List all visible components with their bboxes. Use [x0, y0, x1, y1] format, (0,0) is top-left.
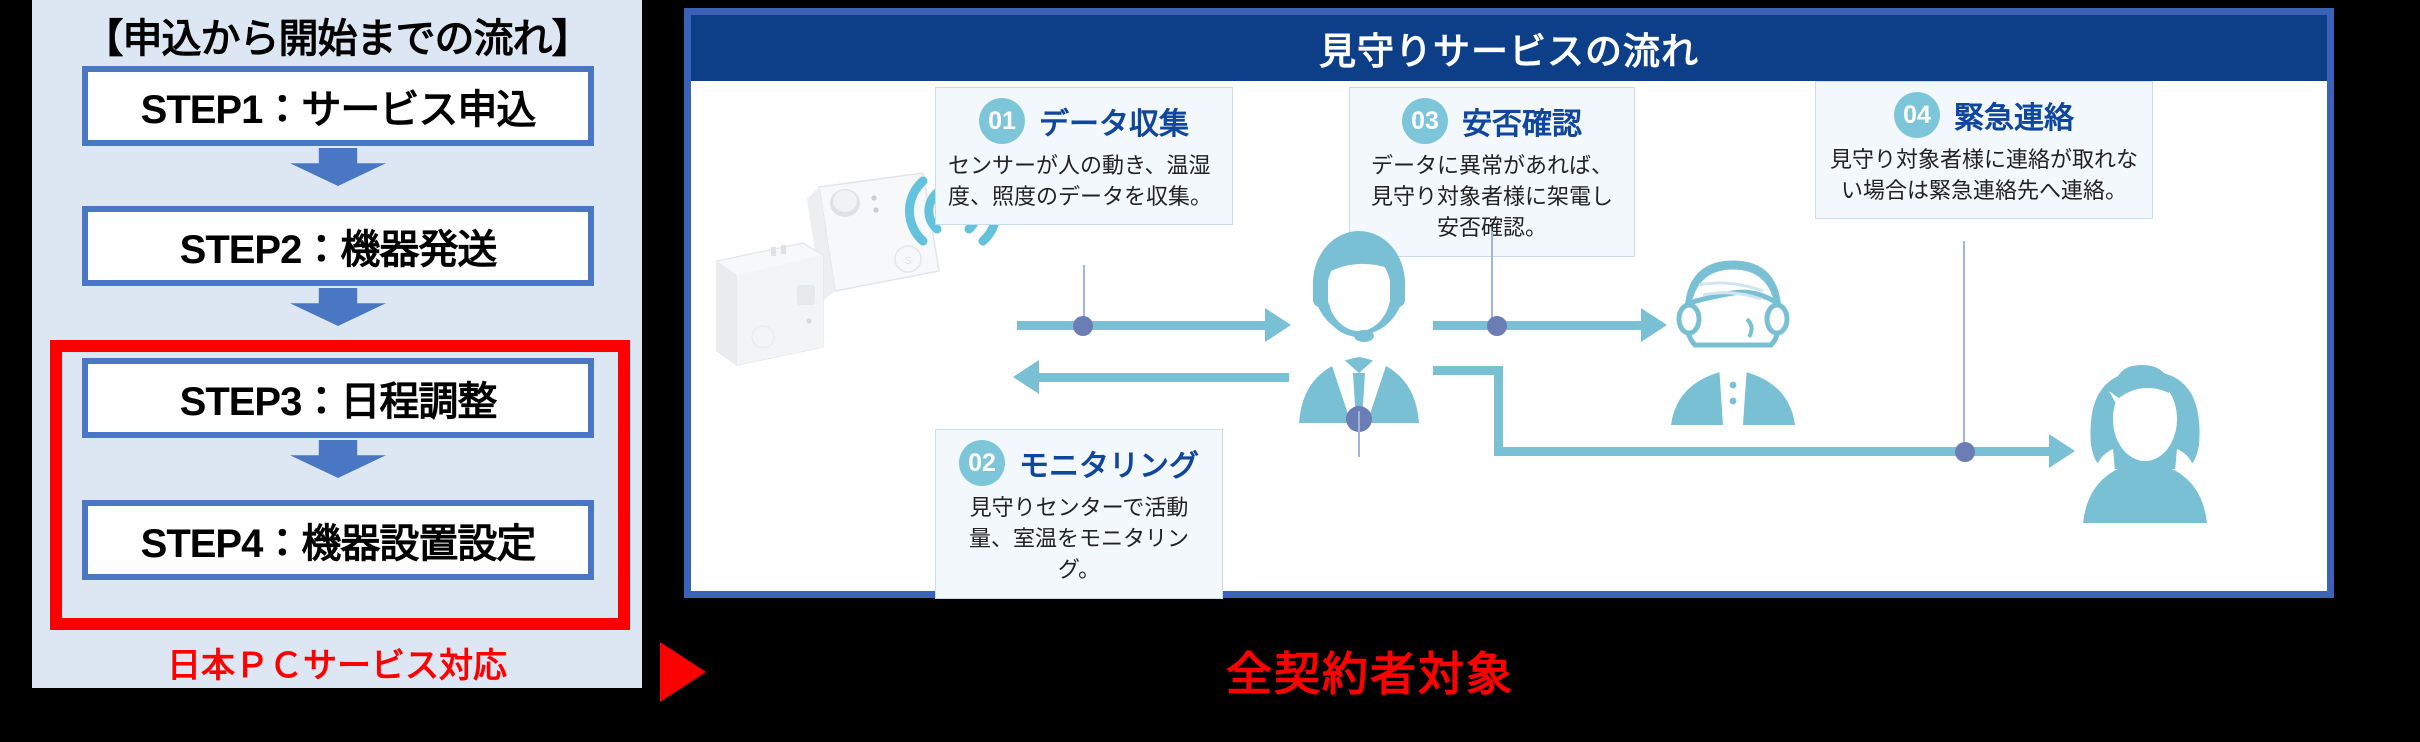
- card-03-connector: [1491, 231, 1493, 325]
- arrow-sensor-to-operator: [1017, 321, 1267, 330]
- flow-diagram-stage: S 0: [691, 81, 2327, 599]
- bottom-caption: 全契約者対象: [1226, 648, 1514, 700]
- card-03-head: 03 安否確認: [1362, 98, 1622, 144]
- panel-header-title: 見守りサービスの流れ: [1319, 31, 1699, 72]
- operator-headset-icon: [1299, 231, 1419, 432]
- application-flow-panel: 【申込から開始までの流れ】 STEP1：サービス申込 STEP2：機器発送 ST…: [32, 0, 642, 688]
- arrow-node-dot-01: [1073, 316, 1093, 336]
- card-02-title: モニタリング: [1019, 450, 1199, 483]
- step-box-2-label: STEP2：機器発送: [179, 228, 498, 272]
- step-box-4[interactable]: STEP4：機器設置設定: [82, 500, 594, 580]
- arrow-elbow-horizontal-top: [1433, 366, 1503, 375]
- family-contact-person-icon: [2083, 365, 2207, 523]
- play-triangle-icon: [660, 642, 706, 702]
- card-03-number: 03: [1402, 98, 1448, 144]
- page-title: 【申込から開始までの流れ】: [83, 17, 592, 61]
- arrow-elbow-vertical: [1494, 366, 1503, 456]
- card-03-title: 安否確認: [1462, 108, 1582, 141]
- sensor-device-group: S: [716, 172, 1001, 366]
- service-flow-panel: 見守りサービスの流れ S: [684, 8, 2334, 599]
- arrow-operator-to-sensor-head-icon: [1013, 360, 1039, 394]
- arrow-operator-to-elderly: [1433, 321, 1645, 330]
- step-box-2[interactable]: STEP2：機器発送: [82, 206, 594, 286]
- step-box-4-label: STEP4：機器設置設定: [140, 522, 537, 566]
- panel-header: 見守りサービスの流れ: [691, 15, 2327, 81]
- card-01-head: 01 データ収集: [948, 98, 1220, 144]
- svg-text:S: S: [904, 255, 911, 267]
- card-04-head: 04 緊急連絡: [1828, 92, 2140, 138]
- info-card-02: 02 モニタリング 見守りセンターで活動量、室温をモニタリング。: [935, 429, 1223, 599]
- arrow-node-dot-03: [1487, 316, 1507, 336]
- card-04-title: 緊急連絡: [1954, 102, 2074, 135]
- arrow-elbow-to-family: [1494, 447, 2054, 456]
- card-02-body: 見守りセンターで活動量、室温をモニタリング。: [968, 495, 1189, 583]
- card-02-head: 02 モニタリング: [948, 440, 1210, 486]
- step-box-3-label: STEP3：日程調整: [179, 380, 498, 424]
- arrow-elbow-to-family-head-icon: [2049, 434, 2075, 468]
- info-card-04: 04 緊急連絡 見守り対象者様に連絡が取れない場合は緊急連絡先へ連絡。: [1815, 81, 2153, 220]
- card-04-connector: [1963, 241, 1965, 451]
- step-box-1-label: STEP1：サービス申込: [140, 88, 537, 132]
- arrow-node-dot-04: [1955, 442, 1975, 462]
- card-04-number: 04: [1894, 92, 1940, 138]
- step-box-1[interactable]: STEP1：サービス申込: [82, 66, 594, 146]
- operator-connector: [1358, 411, 1360, 457]
- arrow-operator-to-elderly-head-icon: [1641, 308, 1667, 342]
- info-card-01: 01 データ収集 センサーが人の動き、温湿度、照度のデータを収集。: [935, 87, 1233, 226]
- step-arrow-1-icon: [290, 148, 386, 186]
- sensor-device-square: S: [807, 172, 940, 301]
- card-01-title: データ収集: [1039, 108, 1189, 141]
- card-01-number: 01: [979, 98, 1025, 144]
- sensor-device-box: [716, 242, 824, 366]
- step-arrow-3-icon: [290, 440, 386, 478]
- card-04-body: 見守り対象者様に連絡が取れない場合は緊急連絡先へ連絡。: [1829, 147, 2138, 204]
- info-card-03: 03 安否確認 データに異常があれば、見守り対象者様に架電し安否確認。: [1349, 87, 1635, 257]
- card-03-body: データに異常があれば、見守り対象者様に架電し安否確認。: [1370, 153, 1613, 241]
- step-arrow-2-icon: [290, 288, 386, 326]
- arrow-sensor-to-operator-head-icon: [1265, 308, 1291, 342]
- elderly-person-icon: [1671, 260, 1795, 425]
- card-01-body: センサーが人の動き、温湿度、照度のデータを収集。: [948, 153, 1213, 210]
- arrow-operator-to-sensor: [1039, 373, 1289, 382]
- card-01-connector: [1083, 265, 1085, 325]
- panel-footnote: 日本ＰＣサービス対応: [167, 647, 507, 685]
- card-02-number: 02: [959, 440, 1005, 486]
- step-box-3[interactable]: STEP3：日程調整: [82, 358, 594, 438]
